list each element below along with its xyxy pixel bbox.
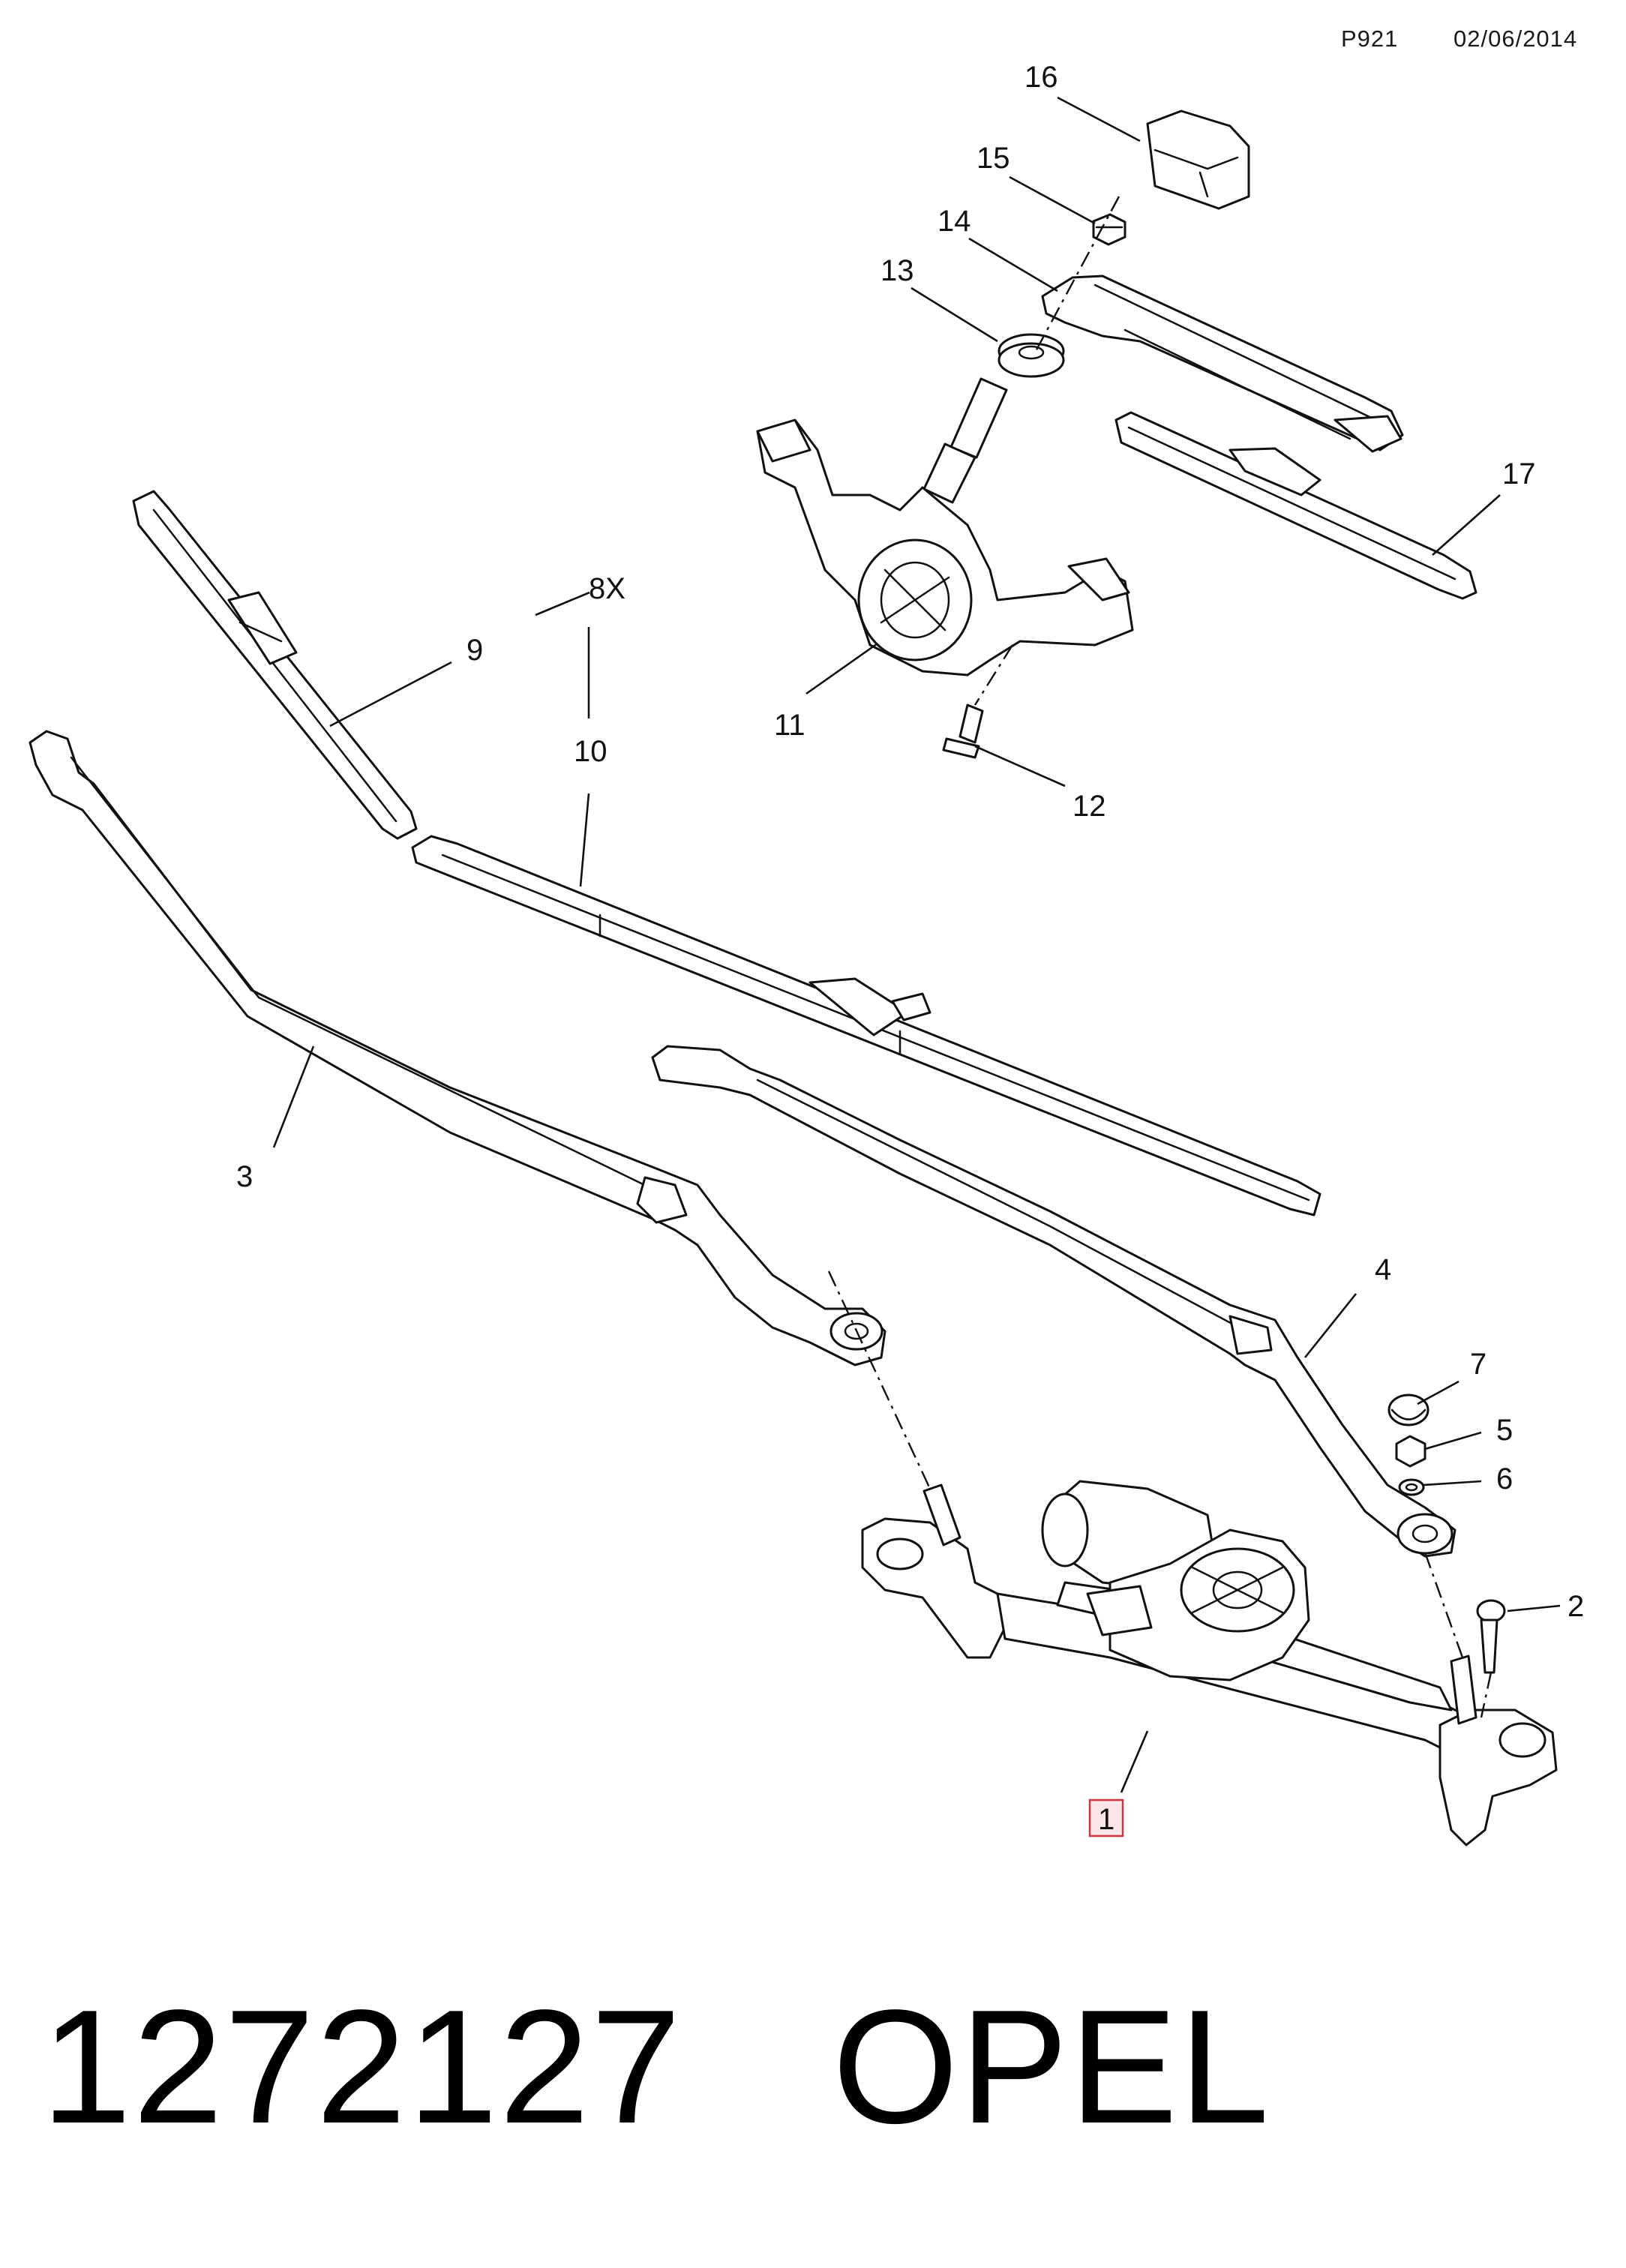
callout-16: 16 [1024, 61, 1058, 94]
highlighted-callout-box [1088, 1798, 1124, 1838]
brand-name: OPEL [832, 1976, 1271, 2157]
part-17-rear-wiper-blade [1114, 411, 1478, 600]
callout-5: 5 [1496, 1414, 1513, 1447]
part-5-nut [1395, 1435, 1426, 1468]
part-3-axis-line [827, 1270, 932, 1490]
callout-15: 15 [976, 142, 1010, 175]
part-1-wiper-motor-linkage [861, 1480, 1558, 1846]
part-number: 1272127 [41, 1976, 682, 2157]
part-10-wiper-blade [411, 835, 1322, 1216]
callout-17: 17 [1502, 458, 1536, 490]
part-15-nut [1092, 213, 1126, 246]
callout-10: 10 [574, 735, 608, 768]
part-2-axis-line [1480, 1672, 1492, 1718]
callouts: 16 15 14 13 17 11 12 8X 9 10 3 4 7 5 6 2… [236, 61, 1584, 1838]
callout-12: 12 [1072, 790, 1106, 823]
leader-lines [272, 96, 1561, 1793]
part-12-axis-line [974, 644, 1014, 706]
part-2-bolt [1476, 1599, 1506, 1674]
callout-13: 13 [880, 254, 914, 287]
part-7-cap [1388, 1394, 1430, 1426]
callout-6: 6 [1496, 1462, 1513, 1496]
callout-11: 11 [774, 709, 806, 742]
diagram-code: P921 [1341, 26, 1399, 52]
diagram-date: 02/06/2014 [1454, 26, 1578, 52]
callout-14: 14 [938, 205, 971, 238]
wiper-system-exploded-diagram: 16 15 14 13 17 11 12 8X 9 10 3 4 7 5 6 2… [28, 61, 1584, 1846]
callout-8x: 8X [589, 572, 626, 605]
part-16-cap [1146, 110, 1250, 210]
part-13-grommet [998, 333, 1065, 378]
callout-4: 4 [1375, 1253, 1391, 1286]
part-4-axis-line [1424, 1552, 1464, 1658]
part-4-wiper-arm [651, 1045, 1456, 1558]
callout-1: 1 [1098, 1803, 1114, 1836]
part-3-wiper-arm [28, 730, 886, 1366]
callout-3: 3 [236, 1160, 253, 1193]
callout-7: 7 [1470, 1348, 1486, 1381]
part-11-rear-wiper-motor [756, 377, 1134, 676]
part-9-wiper-blade [132, 490, 418, 840]
callout-9: 9 [466, 634, 483, 667]
part-14-rear-wiper-arm [1041, 274, 1404, 453]
part-12-bolt [942, 704, 984, 759]
part-6-washer [1398, 1478, 1425, 1496]
callout-2: 2 [1568, 1590, 1584, 1623]
